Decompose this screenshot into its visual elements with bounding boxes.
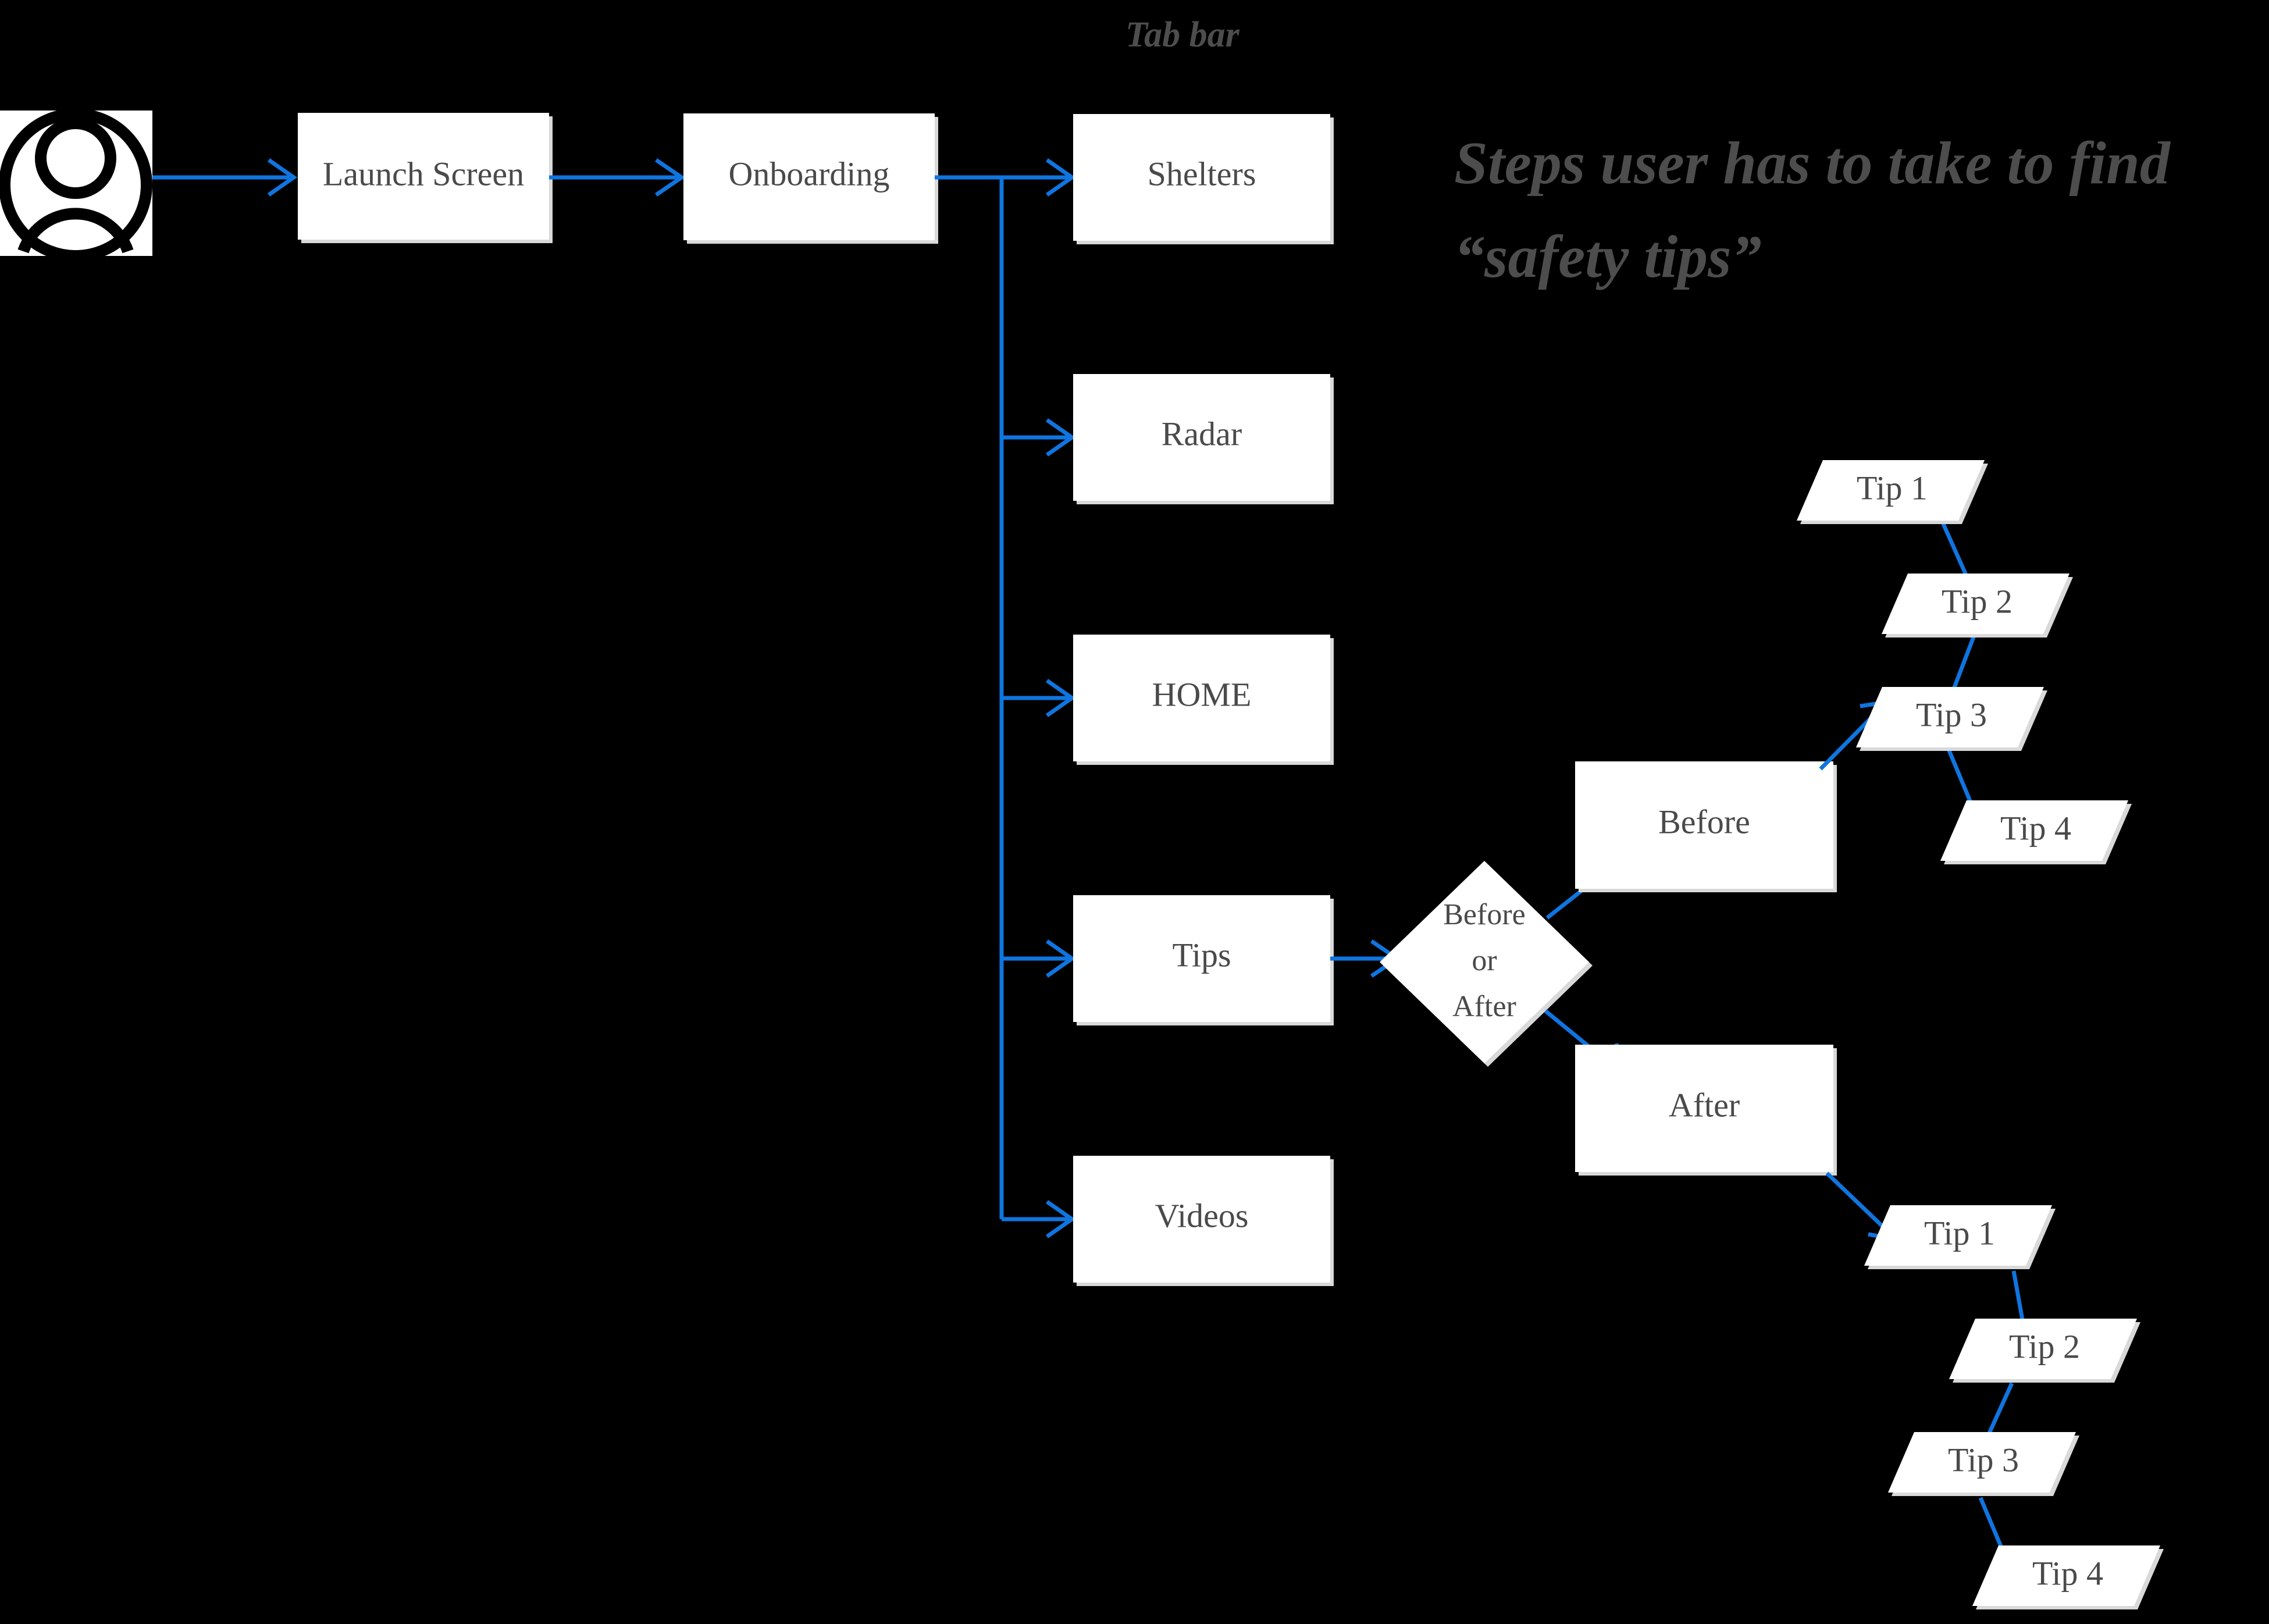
person-icon: [0, 108, 152, 262]
node-onboarding-label: Onboarding: [728, 155, 889, 193]
before-tip-node-1[interactable]: Tip 1: [1797, 460, 1988, 524]
tab-node-tips-label: Tips: [1172, 936, 1231, 974]
node-before-label: Before: [1658, 803, 1750, 841]
tab-node-home[interactable]: HOME: [1073, 635, 1334, 765]
flow-title-annotation: Steps user has to take to find “safety t…: [1454, 130, 2170, 291]
before-tip-node-2-label: Tip 2: [1942, 582, 2012, 620]
connector-tab-bar-bus: [935, 158, 1076, 1238]
before-tip-node-1-label: Tip 1: [1857, 469, 1928, 507]
decision-line-2: or: [1472, 944, 1497, 977]
after-tip-node-4-label: Tip 4: [2032, 1554, 2103, 1592]
node-before[interactable]: Before: [1575, 761, 1837, 892]
tab-node-shelters[interactable]: Shelters: [1073, 114, 1334, 244]
after-tip-node-3[interactable]: Tip 3: [1888, 1432, 2079, 1496]
connector-actor-to-launch: [152, 158, 298, 197]
tab-node-videos-label: Videos: [1155, 1196, 1249, 1234]
node-after-label: After: [1669, 1086, 1740, 1124]
decision-line-3: After: [1452, 990, 1516, 1023]
node-after[interactable]: After: [1575, 1045, 1837, 1176]
before-tip-node-4[interactable]: Tip 4: [1940, 800, 2132, 864]
node-launch-screen[interactable]: Launch Screen: [298, 113, 553, 243]
node-launch-screen-label: Launch Screen: [323, 155, 524, 193]
after-tip-node-2[interactable]: Tip 2: [1949, 1319, 2140, 1383]
after-tip-node-1-label: Tip 1: [1924, 1214, 1995, 1252]
before-tip-node-4-label: Tip 4: [2000, 809, 2071, 847]
after-tip-node-2-label: Tip 2: [2009, 1327, 2080, 1365]
user-actor[interactable]: [0, 108, 152, 262]
tab-bar-annotation: Tab bar: [1125, 15, 1239, 55]
node-decision-before-or-after[interactable]: Before or After: [1380, 861, 1593, 1067]
after-tip-node-1[interactable]: Tip 1: [1864, 1205, 2056, 1269]
after-tip-node-4[interactable]: Tip 4: [1972, 1545, 2164, 1609]
connector-launch-to-onboarding: [549, 158, 686, 197]
tab-node-videos[interactable]: Videos: [1073, 1156, 1334, 1286]
decision-line-1: Before: [1443, 898, 1525, 931]
node-onboarding[interactable]: Onboarding: [683, 113, 938, 244]
after-tip-node-3-label: Tip 3: [1948, 1441, 2019, 1479]
tab-node-shelters-label: Shelters: [1148, 155, 1256, 193]
before-tip-node-2[interactable]: Tip 2: [1882, 574, 2073, 638]
before-tip-node-3-label: Tip 3: [1916, 696, 1987, 733]
tab-node-home-label: HOME: [1152, 675, 1252, 713]
tab-node-tips[interactable]: Tips: [1073, 895, 1334, 1025]
before-tip-node-3[interactable]: Tip 3: [1856, 687, 2047, 751]
tab-node-radar[interactable]: Radar: [1073, 374, 1334, 504]
tab-node-radar-label: Radar: [1162, 415, 1242, 453]
